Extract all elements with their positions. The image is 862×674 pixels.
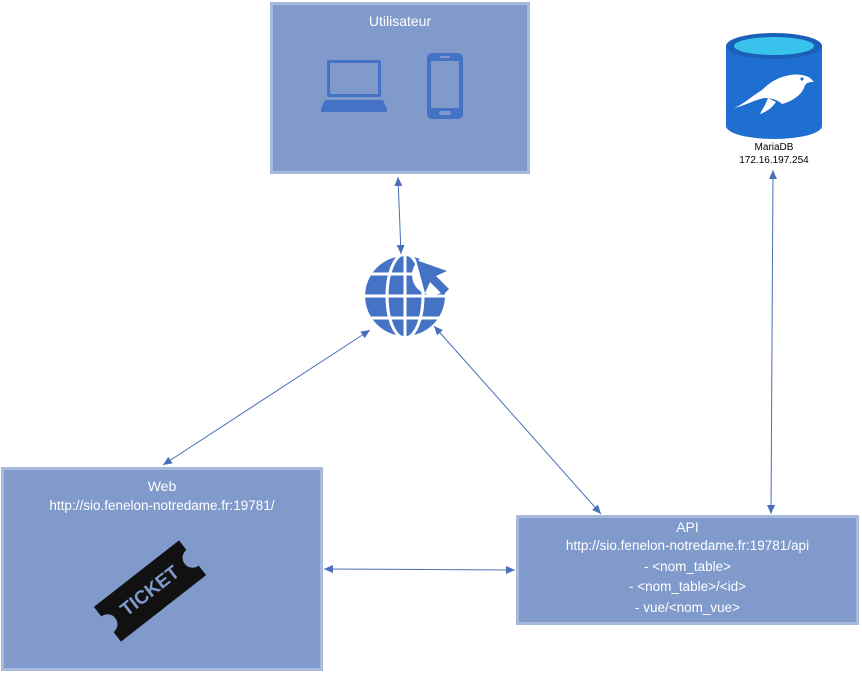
- api-route: - <nom_table>: [643, 558, 732, 574]
- user-box-title: Utilisateur: [368, 13, 432, 29]
- connector-user-internet: [394, 176, 405, 255]
- smartphone-icon: [427, 53, 463, 119]
- api-box: API http://sio.fenelon-notredame.fr:1978…: [516, 515, 859, 625]
- api-box-title: API: [676, 519, 699, 535]
- db-name: MariaDB: [754, 142, 794, 153]
- globe-cursor-icon: [365, 255, 452, 336]
- api-box-url: http://sio.fenelon-notredame.fr:19781/ap…: [565, 538, 810, 553]
- connector-internet-web: [162, 329, 371, 466]
- connector-db-api: [767, 169, 777, 515]
- connector-internet-api: [433, 325, 602, 515]
- db-ip: 172.16.197.254: [739, 155, 809, 166]
- database-icon: [726, 33, 822, 139]
- web-box-url: http://sio.fenelon-notredame.fr:19781/: [49, 498, 275, 513]
- api-route: - <nom_table>/<id>: [628, 579, 747, 594]
- web-box-title: Web: [147, 478, 177, 494]
- user-box: Utilisateur: [270, 2, 530, 174]
- laptop-icon: [321, 60, 387, 112]
- api-route: - vue/<nom_vue>: [634, 599, 741, 615]
- connector-web-api: [323, 565, 516, 574]
- ticket-icon: TICKET: [93, 540, 207, 642]
